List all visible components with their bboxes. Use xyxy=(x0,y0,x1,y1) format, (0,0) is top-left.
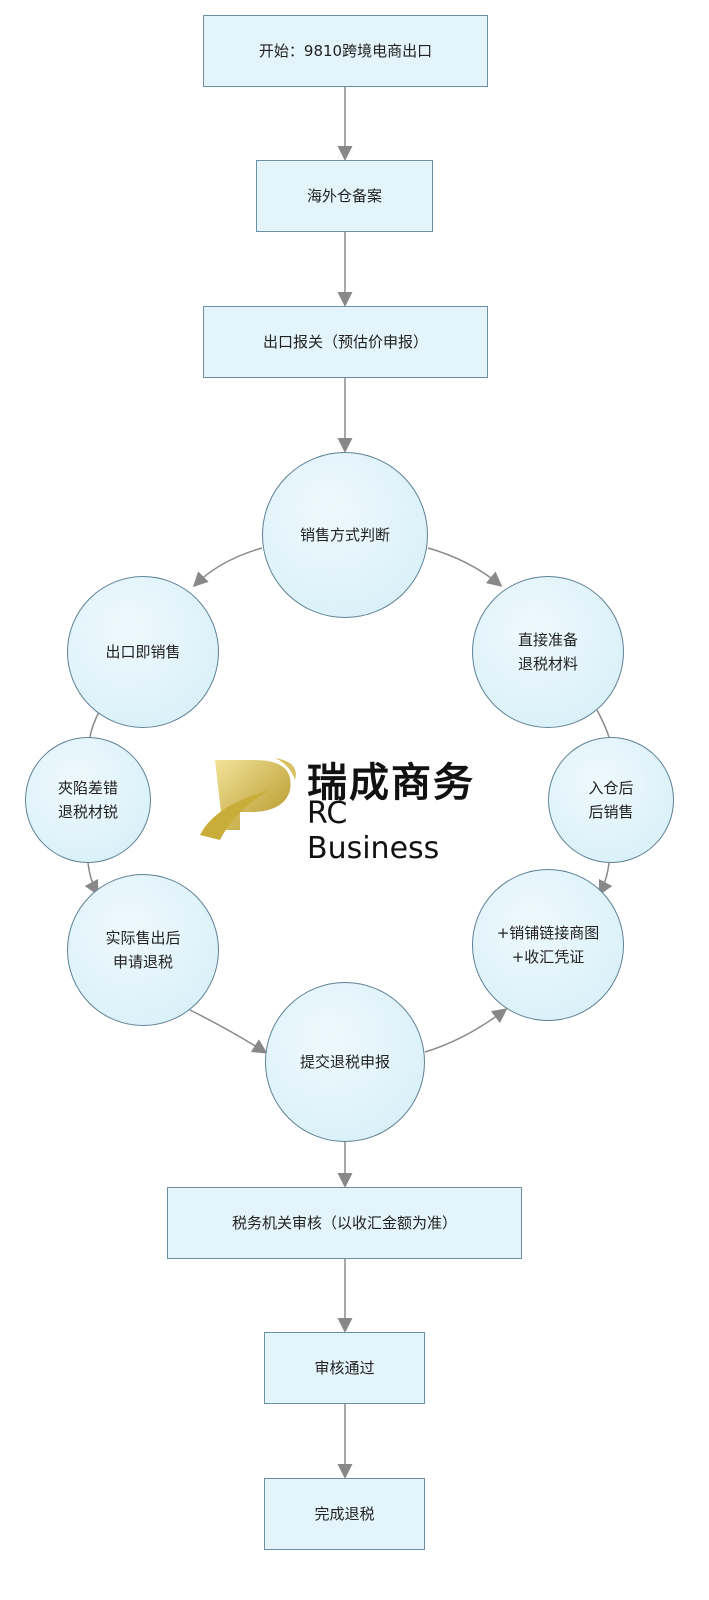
links-label-1: +销铺链接商图 xyxy=(496,924,600,942)
export-sale-circle: 出口即销售 xyxy=(67,576,219,728)
arrow xyxy=(84,862,99,896)
right-mid-label-1: 入仓后 xyxy=(588,779,634,797)
actual-sale-label-1: 实际售出后 xyxy=(105,929,181,947)
links-circle: +销铺链接商图 +收汇凭证 xyxy=(472,869,624,1021)
done-label: 完成退税 xyxy=(314,1505,375,1523)
judge-label: 销售方式判断 xyxy=(299,526,390,544)
right-mid-label-2: 后销售 xyxy=(588,803,634,821)
links-label-2: +收汇凭证 xyxy=(511,948,585,966)
export-sale-label: 出口即销售 xyxy=(105,643,181,661)
prepare-material-label-2: 退税材料 xyxy=(517,655,578,673)
overseas-warehouse-label: 海外仓备案 xyxy=(306,187,382,205)
logo-mark xyxy=(200,758,296,840)
logo-cn: 瑞成商务 xyxy=(307,760,475,806)
actual-sale-label-2: 申请退税 xyxy=(112,953,173,971)
approved-label: 审核通过 xyxy=(314,1359,375,1377)
left-mid-label-2: 退税材锐 xyxy=(57,803,118,821)
start-label: 开始：9810跨境电商出口 xyxy=(258,42,433,60)
arrow xyxy=(189,1009,268,1054)
left-mid-label-1: 夾陷差错 xyxy=(57,779,118,797)
judge-circle: 销售方式判断 xyxy=(262,452,428,618)
right-mid-circle: 入仓后后销售 xyxy=(548,737,674,863)
logo-en: RC Business xyxy=(307,796,440,866)
actual-sale-circle: 实际售出后申请退税 xyxy=(67,874,219,1026)
start-box: 开始：9810跨境电商出口 xyxy=(203,15,488,87)
arrow xyxy=(598,862,613,896)
submit-label: 提交退税申报 xyxy=(299,1053,390,1071)
overseas-warehouse-box: 海外仓备案 xyxy=(256,160,433,232)
arrow xyxy=(424,1008,508,1053)
arrow xyxy=(596,709,610,738)
approved-box: 审核通过 xyxy=(264,1332,425,1404)
review-label: 税务机关审核（以收汇金额为准） xyxy=(231,1214,457,1232)
prepare-material-circle: 直接准备退税材料 xyxy=(472,576,624,728)
customs-label: 出口报关（预估价申报） xyxy=(262,333,428,351)
customs-box: 出口报关（预估价申报） xyxy=(203,306,488,378)
review-box: 税务机关审核（以收汇金额为准） xyxy=(167,1187,522,1259)
prepare-material-label-1: 直接准备 xyxy=(517,631,578,649)
left-mid-circle: 夾陷差错退税材锐 xyxy=(25,737,151,863)
submit-circle: 提交退税申报 xyxy=(265,982,425,1142)
arrow xyxy=(192,547,263,588)
done-box: 完成退税 xyxy=(264,1478,425,1550)
arrow xyxy=(427,547,503,587)
logo: 瑞成商务 RC Business xyxy=(195,750,485,866)
